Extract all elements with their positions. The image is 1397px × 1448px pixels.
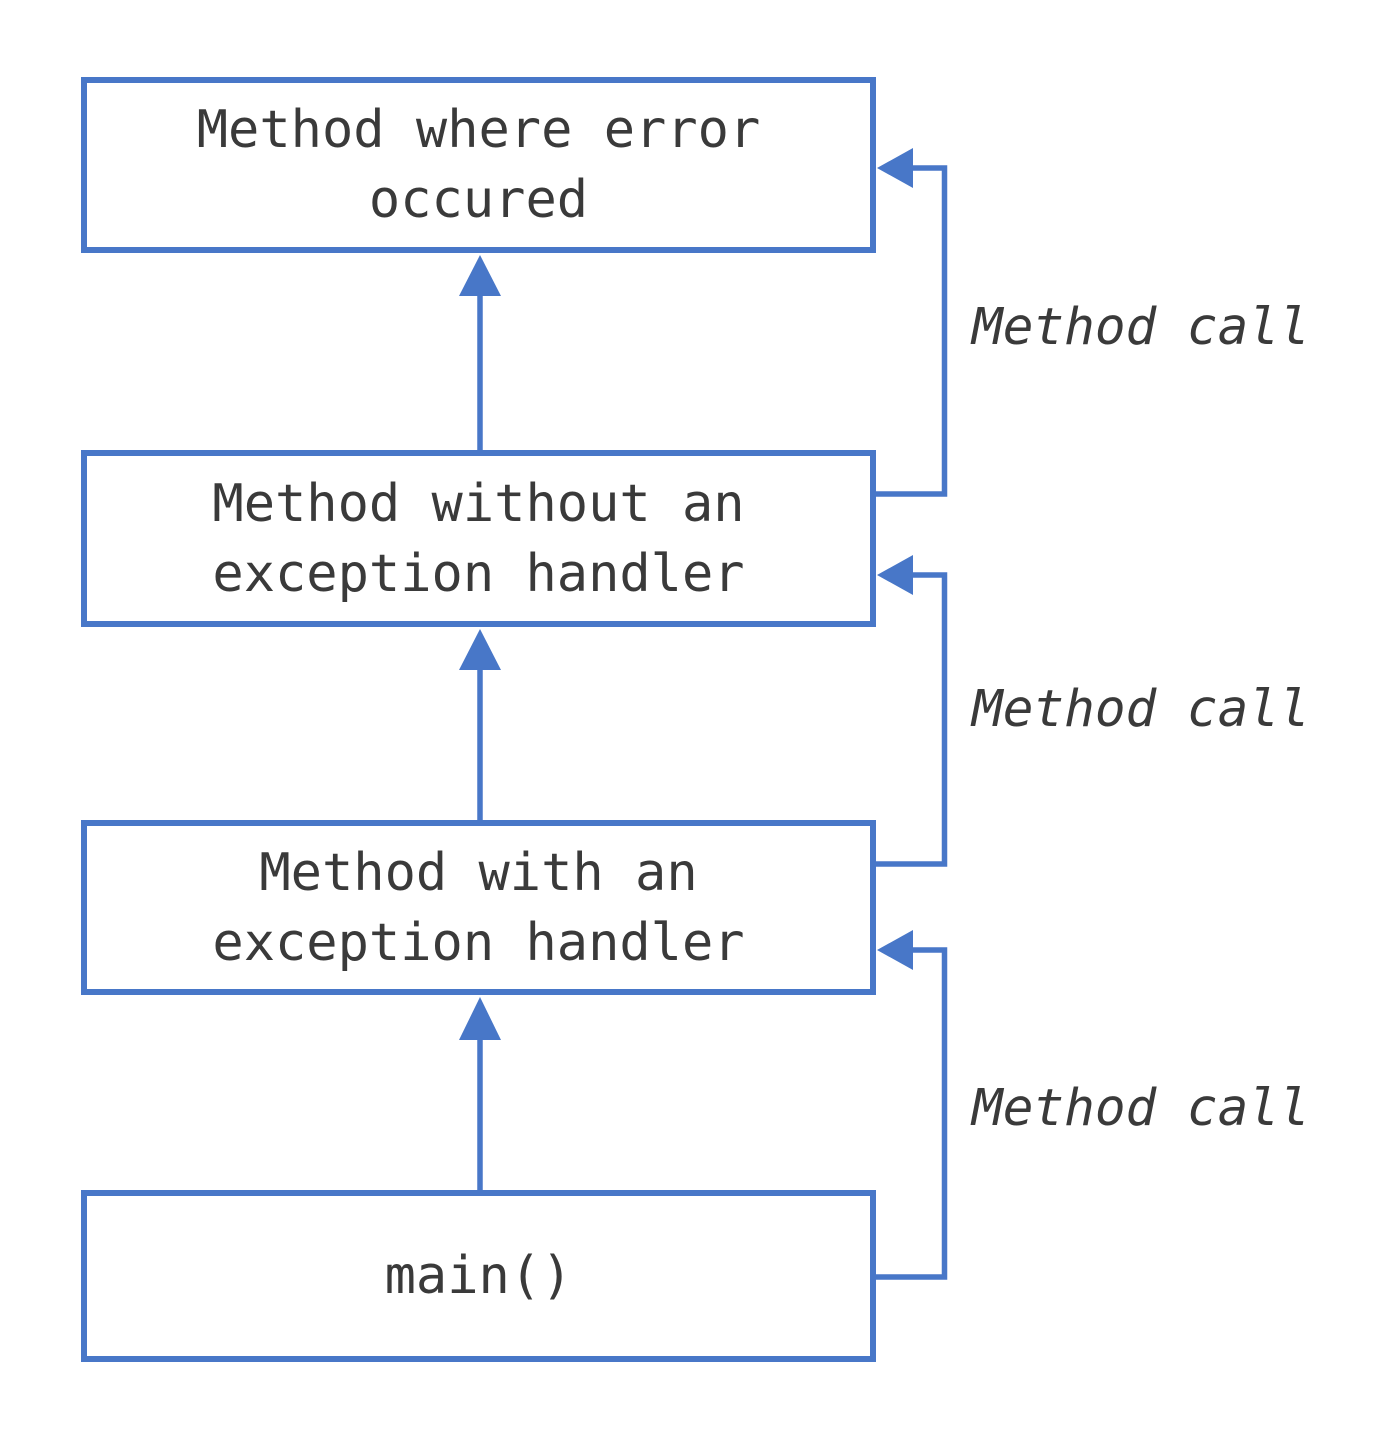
method-call-connector-2-head-icon bbox=[877, 555, 913, 595]
box-method-where-error-occured-label: Method where error occured bbox=[196, 100, 761, 230]
box-method-with-exception-handler: Method with an exception handler bbox=[81, 820, 876, 995]
up-arrow-1-head-icon bbox=[459, 255, 501, 296]
box-method-without-exception-handler: Method without an exception handler bbox=[81, 450, 876, 627]
up-arrow-3 bbox=[459, 997, 501, 1190]
box-method-without-exception-handler-label: Method without an exception handler bbox=[212, 473, 745, 604]
box-main: main() bbox=[81, 1190, 876, 1362]
box-method-with-exception-handler-label: Method with an exception handler bbox=[212, 842, 745, 973]
up-arrow-2-head-icon bbox=[459, 629, 501, 670]
method-call-connector-2 bbox=[876, 555, 948, 867]
box-method-where-error-occured: Method where error occured bbox=[81, 77, 876, 253]
up-arrow-3-head-icon bbox=[459, 997, 501, 1040]
up-arrow-1 bbox=[459, 255, 501, 450]
up-arrow-2 bbox=[459, 629, 501, 820]
method-call-label-3: Method call bbox=[972, 1079, 1310, 1138]
method-call-connector-1 bbox=[876, 148, 948, 497]
method-call-connector-3 bbox=[876, 930, 948, 1280]
method-call-label-1: Method call bbox=[972, 298, 1310, 357]
method-call-connector-1-head-icon bbox=[877, 148, 913, 188]
method-call-connector-3-head-icon bbox=[877, 930, 913, 970]
box-main-label: main() bbox=[384, 1246, 573, 1306]
method-call-label-2: Method call bbox=[972, 680, 1310, 739]
method-call-connector-1-line bbox=[876, 165, 948, 497]
method-call-connector-3-line bbox=[876, 947, 948, 1280]
method-call-connector-2-line bbox=[876, 572, 948, 867]
